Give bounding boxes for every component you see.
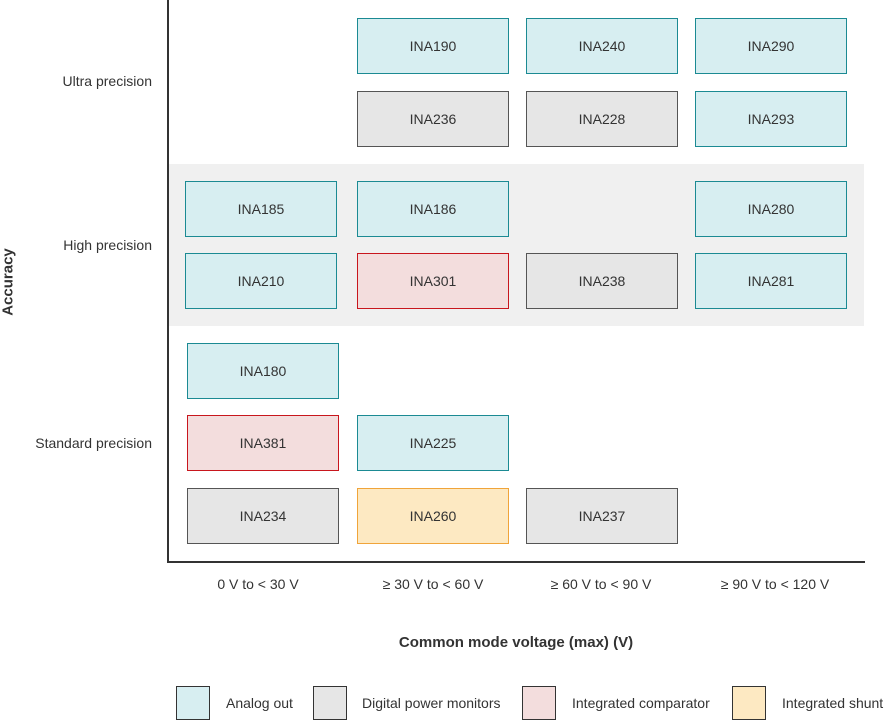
y-axis-title: Accuracy (0, 248, 17, 316)
device-ina225: INA225 (357, 415, 509, 471)
device-ina280: INA280 (695, 181, 847, 237)
x-axis-title: Common mode voltage (max) (V) (398, 634, 634, 651)
device-ina293: INA293 (695, 91, 847, 147)
device-ina260: INA260 (357, 488, 509, 544)
device-ina180: INA180 (187, 343, 339, 399)
column-label-30-60v: ≥ 30 V to < 60 V (382, 576, 484, 592)
device-ina238: INA238 (526, 253, 678, 309)
device-ina237: INA237 (526, 488, 678, 544)
device-ina381: INA381 (187, 415, 339, 471)
device-ina210: INA210 (185, 253, 337, 309)
device-ina236: INA236 (357, 91, 509, 147)
device-ina301: INA301 (357, 253, 509, 309)
legend-label-analog: Analog out (226, 695, 293, 711)
x-axis-line (167, 561, 865, 563)
device-ina240: INA240 (526, 18, 678, 74)
legend-label-digital: Digital power monitors (362, 695, 501, 711)
y-axis-line (167, 0, 169, 563)
row-label-high-precision: High precision (63, 237, 152, 253)
device-ina228: INA228 (526, 91, 678, 147)
device-ina190: INA190 (357, 18, 509, 74)
legend-swatch-comparator (522, 686, 556, 720)
legend-swatch-shunt (732, 686, 766, 720)
legend-swatch-digital (313, 686, 347, 720)
row-label-ultra-precision: Ultra precision (62, 73, 152, 89)
row-label-standard-precision: Standard precision (35, 435, 152, 451)
legend-swatch-analog (176, 686, 210, 720)
device-ina281: INA281 (695, 253, 847, 309)
column-label-60-90v: ≥ 60 V to < 90 V (550, 576, 652, 592)
legend-label-comparator: Integrated comparator (572, 695, 710, 711)
device-ina185: INA185 (185, 181, 337, 237)
device-ina234: INA234 (187, 488, 339, 544)
device-ina290: INA290 (695, 18, 847, 74)
legend-label-shunt: Integrated shunt (782, 695, 884, 711)
column-label-90-120v: ≥ 90 V to < 120 V (720, 576, 830, 592)
device-ina186: INA186 (357, 181, 509, 237)
column-label-0-30v: 0 V to < 30 V (217, 576, 299, 592)
